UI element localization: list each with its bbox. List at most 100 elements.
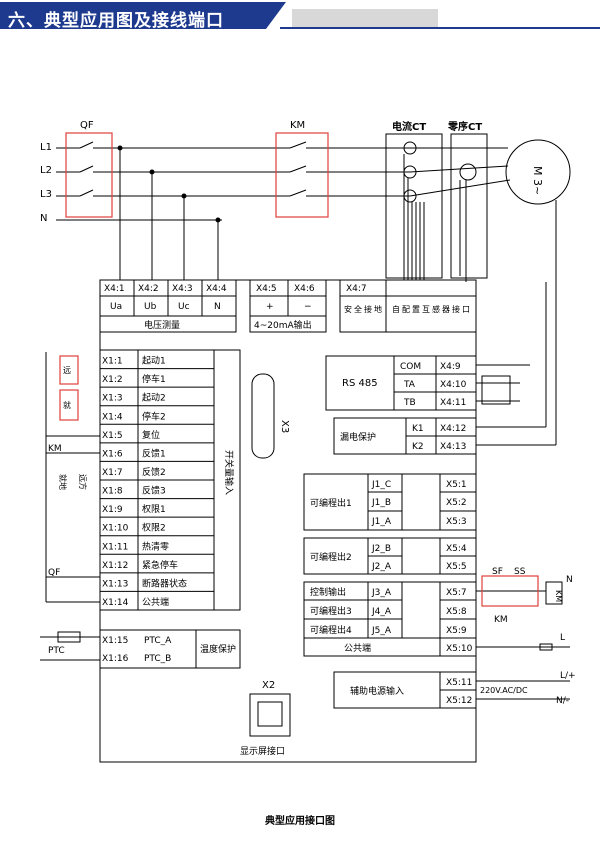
current-ct-label: 电流CT (392, 120, 426, 133)
input-group-label: 开关量输入 (223, 450, 235, 495)
leakage-block (333, 200, 557, 455)
leakage-term-13: X4:13 (440, 442, 466, 452)
aux-lplus: L/+ (560, 671, 576, 681)
prog1-label: 可编程出1 (310, 497, 352, 509)
header-stripe (292, 9, 438, 27)
input-label-3: 起动2 (142, 393, 166, 404)
ptc-terminal-block (99, 629, 241, 669)
motor-label: M 3~ (531, 166, 544, 195)
input-label-11: 热清零 (142, 540, 169, 552)
section-title: 六、典型应用图及接线端口 (8, 11, 224, 31)
prog2-term-4: X5:4 (446, 544, 467, 554)
input-terminal-5: X1:5 (102, 431, 123, 441)
prog2-contact-a: J2_A (371, 562, 392, 572)
prog2-contact-b: J2_B (371, 544, 391, 554)
output-contact-j4: J4_A (371, 607, 392, 617)
prog1-block (303, 473, 477, 531)
term-x4-2: X4:2 (138, 284, 159, 294)
switch-local-label: 就地 (58, 474, 68, 490)
line-label-l2: L2 (40, 165, 52, 176)
term-x4-1: X4:1 (104, 284, 125, 294)
rs485-com: COM (400, 362, 421, 372)
top-terminal-strip (99, 279, 477, 333)
line-label-l1: L1 (40, 142, 52, 153)
input-terminal-6: X1:6 (102, 449, 123, 459)
leakage-term-12: X4:12 (440, 424, 466, 434)
input-terminal-8: X1:8 (102, 487, 123, 497)
aux-power-label: 辅助电源输入 (350, 685, 404, 697)
analog-output-label: 4~20mA输出 (254, 319, 312, 331)
output-label-1: 控制输出 (310, 586, 346, 598)
prog2-label: 可编程出2 (310, 551, 352, 563)
input-label-12: 紧急停车 (142, 559, 178, 571)
x3-connector (251, 373, 275, 459)
sf-ss-box (481, 575, 539, 607)
term-x4-6: X4:6 (294, 284, 315, 294)
x2-label: X2 (262, 680, 275, 691)
input-terminal-3: X1:3 (102, 394, 123, 404)
ss-label: SS (514, 567, 526, 577)
input-qf-label: QF (48, 568, 60, 578)
ptc-sensor-label: PTC (48, 646, 65, 656)
leakage-k1: K1 (412, 424, 424, 434)
term-ua: Ua (110, 302, 122, 312)
input-terminal-13: X1:13 (102, 579, 128, 589)
input-label-9: 权限1 (142, 503, 166, 515)
term-n: N (214, 302, 221, 312)
output-common-label: 公共端 (344, 642, 371, 654)
input-terminal-12: X1:12 (102, 561, 128, 571)
aux-voltage: 220V.AC/DC (480, 686, 528, 695)
motor (505, 139, 571, 205)
n-label: N (566, 575, 573, 585)
term-x4-5: X4:5 (256, 284, 277, 294)
rs485-ta: TA (403, 380, 416, 390)
term-ub: Ub (144, 302, 157, 312)
local-label: 就 (63, 400, 71, 410)
km-contactor-box (275, 132, 329, 218)
aux-nminus: N/- (556, 696, 569, 706)
leakage-label: 漏电保护 (340, 431, 376, 443)
qf-breaker-box (65, 132, 113, 218)
prog1-contact-a: J1_A (371, 517, 392, 527)
output-term-7: X5:7 (446, 588, 467, 598)
input-label-14: 公共端 (142, 596, 169, 608)
mutual-inductor-label: 自配置互感器接口 (392, 304, 470, 314)
ptc-term-2: X1:16 (102, 654, 129, 664)
display-port-label: 显示屏接口 (240, 745, 285, 757)
output-label-3: 可编程出4 (310, 624, 352, 636)
km-aux-label: KM (494, 615, 508, 625)
ptc-label-b: PTC_B (144, 654, 171, 664)
term-minus: − (304, 302, 312, 312)
input-label-6: 反馈1 (142, 447, 166, 459)
input-terminal-14: X1:14 (102, 598, 129, 608)
input-label-8: 反馈3 (142, 485, 166, 497)
controller-frame (99, 279, 477, 763)
input-label-2: 停车1 (142, 373, 166, 385)
term-plus: + (266, 302, 274, 312)
prog1-contact-b: J1_B (371, 498, 391, 508)
input-terminal-1: X1:1 (102, 357, 123, 367)
rs485-term-10: X4:10 (440, 380, 467, 390)
km-contactor-label: KM (290, 120, 305, 131)
prog2-term-5: X5:5 (446, 562, 467, 572)
sf-label: SF (492, 567, 503, 577)
input-terminal-2: X1:2 (102, 375, 123, 385)
safety-ground-label: 安全接地 (344, 304, 382, 314)
current-ct-box (385, 133, 443, 279)
line-label-l3: L3 (40, 189, 52, 200)
ptc-group-label: 温度保护 (200, 643, 236, 655)
figure-caption: 典型应用接口图 (265, 816, 335, 827)
leakage-k2: K2 (412, 442, 424, 452)
prog2-block (303, 537, 477, 575)
aux-term-12: X5:12 (446, 696, 472, 706)
ptc-term-1: X1:15 (102, 636, 128, 646)
display-port (249, 693, 291, 737)
output-contact-j3: J3_A (371, 588, 392, 598)
term-uc: Uc (178, 302, 190, 312)
remote-label: 远 (63, 366, 71, 375)
header-underline (280, 27, 600, 29)
rs485-term-9: X4:9 (440, 362, 461, 372)
input-terminal-9: X1:9 (102, 505, 123, 515)
